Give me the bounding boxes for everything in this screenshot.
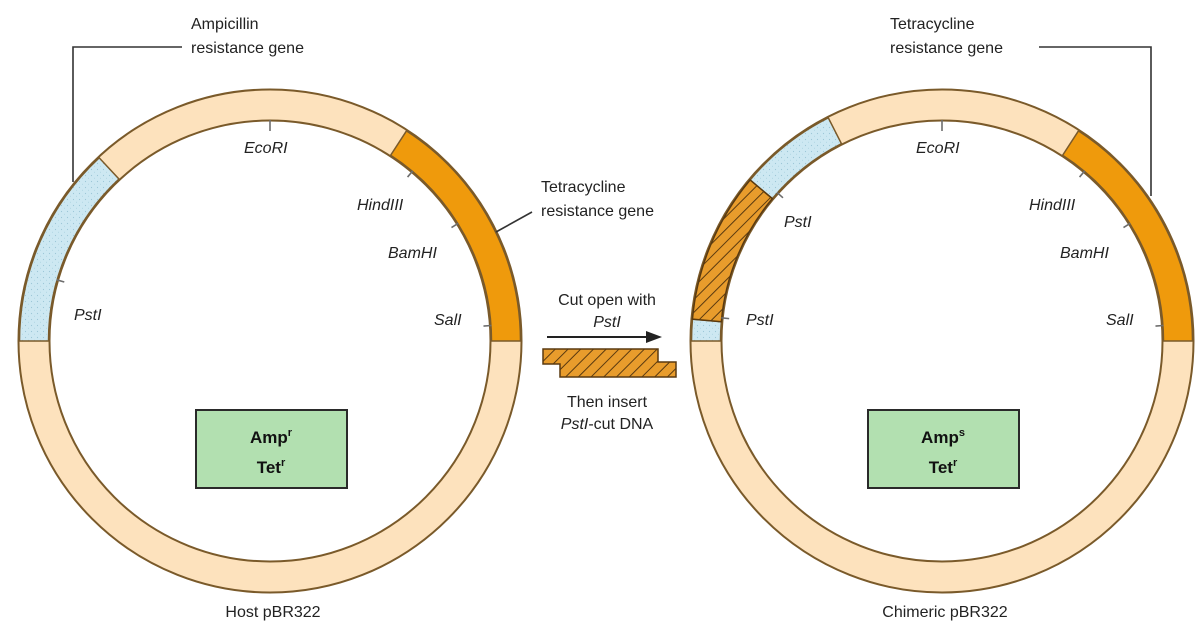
left-hindiii-label: HindIII <box>357 197 404 214</box>
left-psti-tick <box>56 279 65 283</box>
right-ecori-label: EcoRI <box>916 140 960 157</box>
right-sali-tick <box>1155 324 1164 327</box>
left-tetracycline-leader-line <box>495 211 533 233</box>
right-ampicillin-gene-segment-upper <box>749 116 843 200</box>
left-ampicillin-label-line2: resistance gene <box>191 40 304 57</box>
right-bamhi-tick <box>1123 222 1131 229</box>
right-inserted-dna-segment <box>691 178 774 323</box>
left-plasmid: EcoRI HindIII BamHI SalI PstI Ampicillin… <box>17 16 654 621</box>
insert-label-line1: Then insert <box>567 394 648 411</box>
right-psti-upper-tick <box>776 191 784 199</box>
cut-open-label-line1: Cut open with <box>558 292 656 309</box>
left-psti-label: PstI <box>74 307 102 324</box>
left-hindiii-tick <box>406 170 414 178</box>
right-sali-label: SalI <box>1106 312 1134 329</box>
left-tetracycline-label-line2: resistance gene <box>541 203 654 220</box>
right-psti-lower-label: PstI <box>746 312 774 329</box>
process-arrow-head <box>646 331 662 343</box>
right-psti-lower-tick <box>721 316 730 320</box>
left-ecori-label: EcoRI <box>244 140 288 157</box>
right-plasmid-caption: Chimeric pBR322 <box>882 604 1007 621</box>
right-tetracycline-label-line1: Tetracycline <box>890 16 975 33</box>
right-phenotype-tet: Tetr <box>929 457 958 477</box>
left-phenotype-box <box>195 409 348 489</box>
left-bamhi-tick <box>451 222 459 229</box>
right-psti-upper-label: PstI <box>784 214 812 231</box>
left-tetracycline-gene-segment <box>389 129 522 342</box>
middle-step: Cut open with PstI Then insert PstI-cut … <box>542 292 677 433</box>
right-hindiii-tick <box>1078 170 1086 178</box>
left-tetracycline-label-line1: Tetracycline <box>541 179 626 196</box>
left-sali-label: SalI <box>434 312 462 329</box>
left-phenotype-tet: Tetr <box>257 457 286 477</box>
right-plasmid: EcoRI HindIII BamHI SalI PstI PstI Tetra… <box>689 16 1195 621</box>
right-hindiii-label: HindIII <box>1029 197 1076 214</box>
insert-label-line2: PstI-cut DNA <box>561 416 654 433</box>
right-ampicillin-gene-segment-lower <box>690 318 723 342</box>
left-plasmid-caption: Host pBR322 <box>225 604 320 621</box>
left-sali-tick <box>483 324 492 327</box>
left-bamhi-label: BamHI <box>388 245 437 262</box>
right-phenotype-box <box>867 409 1020 489</box>
right-tetracycline-leader-line <box>1039 46 1152 196</box>
psti-cut-dna-fragment <box>542 348 677 378</box>
left-phenotype-amp: Ampr <box>250 427 293 447</box>
cut-open-label-line2: PstI <box>593 314 621 331</box>
left-ampicillin-leader-line <box>72 46 182 182</box>
right-phenotype-amp: Amps <box>921 427 965 447</box>
right-tetracycline-label-line2: resistance gene <box>890 40 1003 57</box>
left-ampicillin-gene-segment <box>18 156 120 342</box>
right-bamhi-label: BamHI <box>1060 245 1109 262</box>
left-ampicillin-label-line1: Ampicillin <box>191 16 259 33</box>
right-tetracycline-gene-segment <box>1061 129 1194 342</box>
